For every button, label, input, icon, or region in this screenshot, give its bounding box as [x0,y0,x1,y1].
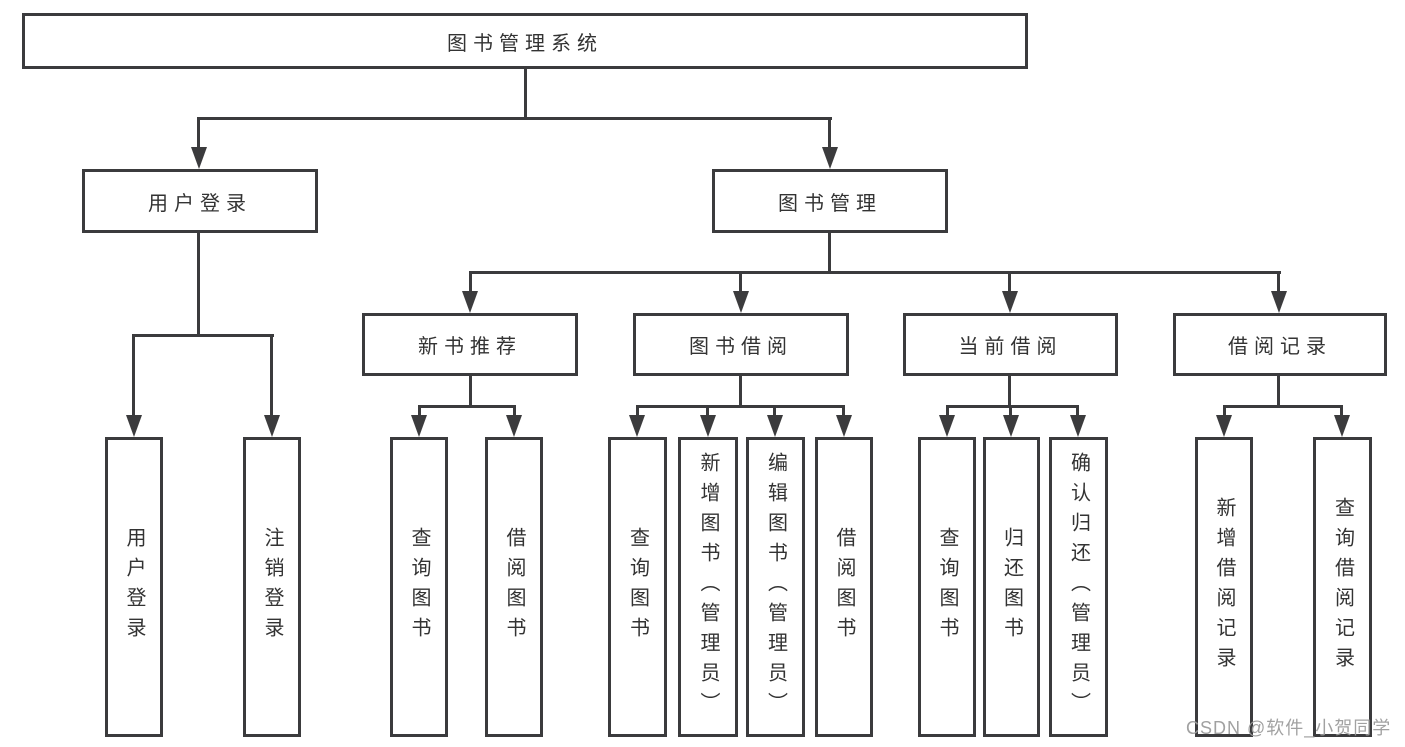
connector-line [132,334,274,337]
arrow-down-icon [1216,415,1232,437]
arrow-down-icon [1003,415,1019,437]
connector-line [270,334,273,418]
leaf-query-books-current-label: 查询图书 [936,527,958,647]
connector-line [418,405,421,417]
node-borrowing-records-label: 借阅记录 [1228,336,1332,358]
leaf-add-borrow-record-label: 新增借阅记录 [1213,497,1235,677]
leaf-borrow-books-borrowing-label: 借阅图书 [833,527,855,647]
connector-line [636,405,639,417]
csdn-watermark: CSDN @软件_小贺同学 [1186,718,1392,738]
connector-line [1076,405,1079,417]
connector-line [739,271,742,295]
connector-line [773,405,776,417]
arrow-down-icon [506,415,522,437]
node-new-book-recommend-label: 新书推荐 [418,336,522,358]
connector-line [197,230,200,336]
leaf-query-books-borrowing-label: 查询图书 [626,527,649,647]
leaf-confirm-return-admin-label: 确认归还（管理员） [1067,452,1090,722]
arrow-down-icon [733,291,749,313]
leaf-query-books-recommend-label: 查询图书 [408,527,430,647]
leaf-borrow-books-recommend: 借阅图书 [485,437,543,737]
leaf-return-book: 归还图书 [983,437,1040,737]
arrow-down-icon [1271,291,1287,313]
connector-line [636,405,845,408]
connector-line [1277,271,1280,295]
connector-line [739,374,742,407]
connector-line [1223,405,1343,408]
connector-line [1008,271,1011,295]
leaf-add-book-admin: 新增图书（管理员） [678,437,738,737]
leaf-user-login: 用户登录 [105,437,163,737]
node-new-book-recommend: 新书推荐 [362,313,578,376]
connector-line [469,271,1281,274]
arrow-down-icon [822,147,838,169]
arrow-down-icon [1002,291,1018,313]
leaf-confirm-return-admin: 确认归还（管理员） [1049,437,1108,737]
node-book-management-label: 图书管理 [778,192,882,215]
leaf-query-books-current: 查询图书 [918,437,976,737]
leaf-query-books-recommend: 查询图书 [390,437,448,737]
node-user-login: 用户登录 [82,169,318,233]
arrow-down-icon [264,415,280,437]
node-borrowing-records: 借阅记录 [1173,313,1387,376]
arrow-down-icon [1070,415,1086,437]
node-root: 图书管理系统 [22,13,1028,69]
arrow-down-icon [767,415,783,437]
connector-line [1277,374,1280,407]
connector-line [1009,405,1012,417]
connector-line [946,405,949,417]
node-user-login-label: 用户登录 [148,192,252,215]
node-book-borrowing: 图书借阅 [633,313,849,376]
connector-line [418,405,516,408]
connector-line [524,66,527,119]
leaf-logout-label: 注销登录 [261,527,283,647]
connector-line [197,117,200,150]
connector-line [513,405,516,417]
leaf-return-book-label: 归还图书 [1000,527,1023,647]
arrow-down-icon [191,147,207,169]
leaf-borrow-books-borrowing: 借阅图书 [815,437,873,737]
leaf-query-borrow-record-label: 查询借阅记录 [1331,497,1354,677]
connector-line [842,405,845,417]
leaf-add-book-admin-label: 新增图书（管理员） [697,452,719,722]
connector-line [469,374,472,407]
arrow-down-icon [411,415,427,437]
leaf-edit-book-admin: 编辑图书（管理员） [746,437,805,737]
connector-line [469,271,472,295]
connector-line [828,231,831,273]
connector-line [946,405,1079,408]
arrow-down-icon [1334,415,1350,437]
arrow-down-icon [629,415,645,437]
connector-line [197,117,832,120]
leaf-query-borrow-record: 查询借阅记录 [1313,437,1372,737]
connector-line [1223,405,1226,417]
leaf-user-login-label: 用户登录 [123,527,145,647]
arrow-down-icon [939,415,955,437]
connector-line [706,405,709,417]
arrow-down-icon [126,415,142,437]
leaf-query-books-borrowing: 查询图书 [608,437,667,737]
connector-line [132,334,135,418]
leaf-edit-book-admin-label: 编辑图书（管理员） [764,452,787,722]
arrow-down-icon [462,291,478,313]
node-current-borrowing: 当前借阅 [903,313,1118,376]
node-current-borrowing-label: 当前借阅 [958,336,1063,358]
leaf-add-borrow-record: 新增借阅记录 [1195,437,1253,737]
node-root-label: 图书管理系统 [447,32,603,55]
arrow-down-icon [836,415,852,437]
node-book-borrowing-label: 图书借阅 [689,336,793,358]
arrow-down-icon [700,415,716,437]
leaf-logout: 注销登录 [243,437,301,737]
connector-line [828,117,831,150]
node-book-management: 图书管理 [712,169,948,233]
connector-line [1008,374,1011,407]
connector-line [1340,405,1343,417]
leaf-borrow-books-recommend-label: 借阅图书 [503,527,525,647]
